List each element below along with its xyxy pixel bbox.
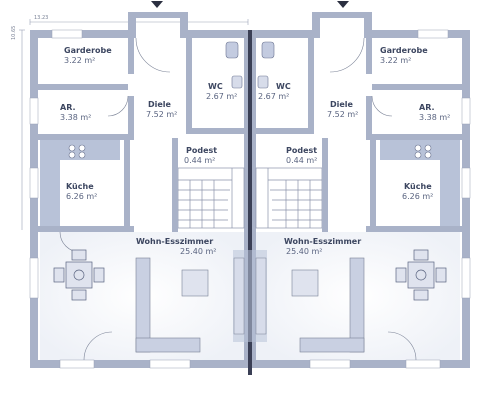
sofa-icon xyxy=(135,257,365,353)
entrance-bays xyxy=(128,12,372,38)
dimension-depth: 10.65 xyxy=(11,25,17,40)
room-name-wohn-right: Wohn-Esszimmer xyxy=(284,237,362,246)
room-area-wohn-left: 25.40 m² xyxy=(180,247,217,256)
room-area-diele-right: 7.52 m² xyxy=(327,110,359,119)
room-area-wc-right: 2.67 m² xyxy=(258,92,290,101)
room-name-wc-left: WC xyxy=(208,82,223,91)
room-name-podest-right: Podest xyxy=(286,146,318,155)
room-area-garderobe-right: 3.22 m² xyxy=(380,56,412,65)
room-area-podest-left: 0.44 m² xyxy=(184,156,216,165)
room-area-diele-left: 7.52 m² xyxy=(146,110,178,119)
room-area-wc-left: 2.67 m² xyxy=(206,92,238,101)
room-name-podest-left: Podest xyxy=(186,146,218,155)
room-name-diele-right: Diele xyxy=(330,100,353,109)
room-name-kueche-right: Küche xyxy=(404,182,432,191)
room-name-kueche-left: Küche xyxy=(66,182,94,191)
stair-walls xyxy=(172,138,328,232)
room-name-wohn-left: Wohn-Esszimmer xyxy=(136,237,214,246)
interior-walls xyxy=(38,38,462,232)
dimension-width: 13.23 xyxy=(34,15,49,21)
fireplace-icon xyxy=(233,257,267,335)
sink-icon xyxy=(231,75,269,89)
room-area-ar-left: 3.38 m² xyxy=(60,113,92,122)
room-area-kueche-left: 6.26 m² xyxy=(66,192,98,201)
toilet-icon xyxy=(225,41,275,59)
room-name-diele-left: Diele xyxy=(148,100,171,109)
staircase xyxy=(177,167,323,229)
room-name-garderobe-right: Garderobe xyxy=(380,46,428,55)
room-name-wc-right: WC xyxy=(276,82,291,91)
room-area-kueche-right: 6.26 m² xyxy=(402,192,434,201)
windows xyxy=(29,29,471,369)
entrance-arrow-icon xyxy=(337,1,349,8)
room-name-garderobe-left: Garderobe xyxy=(64,46,112,55)
room-area-wohn-right: 25.40 m² xyxy=(286,247,323,256)
kitchen-counter xyxy=(40,140,460,226)
dining-table-icon xyxy=(53,249,447,301)
room-area-garderobe-left: 3.22 m² xyxy=(64,56,96,65)
entrance-arrow-icon xyxy=(151,1,163,8)
door-swings xyxy=(59,37,417,361)
stove-icon xyxy=(68,144,432,159)
room-area-ar-right: 3.38 m² xyxy=(419,113,451,122)
room-name-ar-left: AR. xyxy=(60,103,76,112)
dimension-lines xyxy=(19,19,249,230)
room-name-ar-right: AR. xyxy=(419,103,435,112)
room-area-podest-right: 0.44 m² xyxy=(286,156,318,165)
